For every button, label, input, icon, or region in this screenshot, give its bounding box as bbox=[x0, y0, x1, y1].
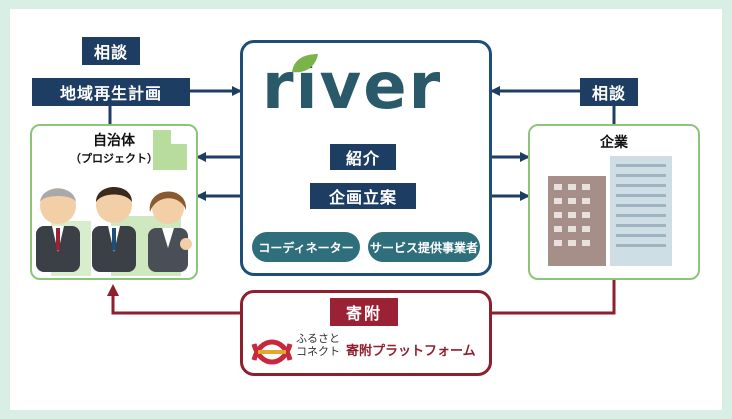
municipality-subtitle: （プロジェクト） bbox=[70, 152, 158, 165]
furusato-connect-logo-icon bbox=[251, 339, 293, 365]
municipality-title: 自治体 bbox=[93, 133, 135, 149]
person-woman-icon bbox=[148, 191, 192, 272]
office-buildings-icon bbox=[548, 156, 672, 266]
leaf-icon bbox=[292, 54, 318, 73]
person-young-man-icon bbox=[92, 187, 136, 272]
furusato-line2: コネクト bbox=[296, 345, 340, 358]
furusato-name: ふるさと コネクト bbox=[296, 332, 340, 358]
river-logo: river bbox=[262, 50, 443, 124]
coordinator-pill: コーディネーター bbox=[252, 232, 360, 262]
people-illustration bbox=[36, 187, 192, 272]
right-consult-label: 相談 bbox=[580, 78, 638, 106]
intro-label: 紹介 bbox=[330, 144, 396, 170]
planning-label: 企画立案 bbox=[310, 183, 416, 209]
person-elder-icon bbox=[36, 188, 80, 272]
regional-plan-label: 地域再生計画 bbox=[32, 78, 190, 106]
donation-label: 寄附 bbox=[330, 298, 398, 326]
service-provider-pill: サービス提供事業者 bbox=[368, 232, 480, 262]
furusato-line1: ふるさと bbox=[296, 332, 340, 345]
donation-platform-text: 寄附プラットフォーム bbox=[346, 344, 476, 359]
company-title: 企業 bbox=[600, 135, 628, 151]
left-consult-label: 相談 bbox=[82, 37, 140, 65]
